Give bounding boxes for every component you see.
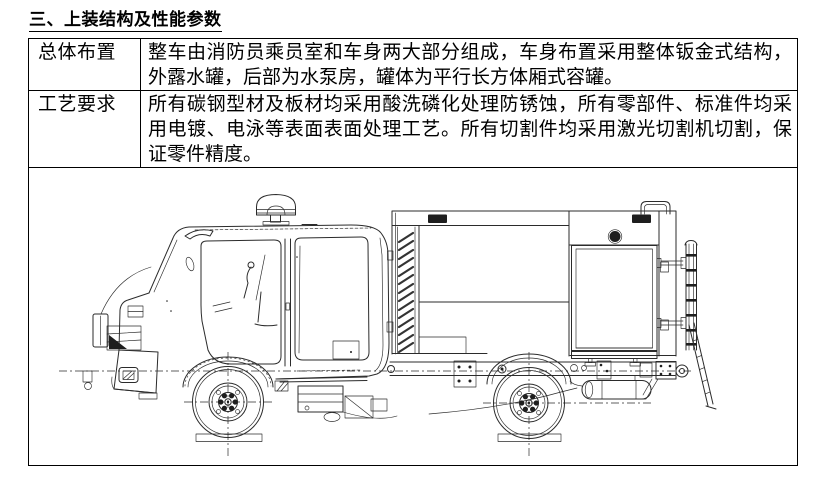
vehicle-drawing-cell — [28, 167, 798, 466]
spec-table: 总体布置 整车由消防员乘员室和车身两大部分组成，车身布置采用整体钣金式结构，外露… — [28, 38, 798, 466]
wheels — [192, 366, 565, 439]
page-title: 三、上装结构及性能参数 — [29, 5, 222, 32]
row-label: 工艺要求 — [28, 90, 141, 168]
row-label: 总体布置 — [28, 38, 141, 91]
table-row: 总体布置 整车由消防员乘员室和车身两大部分组成，车身布置采用整体钣金式结构，外露… — [28, 38, 798, 91]
table-row — [28, 167, 798, 466]
row-content: 整车由消防员乘员室和车身两大部分组成，车身布置采用整体钣金式结构，外露水罐，后部… — [140, 38, 798, 91]
cab — [82, 224, 390, 400]
beacon-light — [256, 194, 296, 226]
ground-marks — [59, 352, 691, 456]
cab-underbody — [297, 385, 578, 422]
rear-ladder — [656, 240, 717, 410]
table-row: 工艺要求 所有碳钢型材及板材均采用酸洗磷化处理防锈蚀，所有零部件、标准件均采用电… — [28, 90, 798, 168]
roller-shutter — [571, 245, 658, 367]
rear-body — [386, 201, 677, 385]
row-content: 所有碳钢型材及板材均采用酸洗磷化处理防锈蚀，所有零部件、标准件均采用电镀、电泳等… — [140, 90, 798, 168]
fire-truck-side-view-drawing — [59, 194, 717, 456]
chassis — [389, 360, 689, 400]
